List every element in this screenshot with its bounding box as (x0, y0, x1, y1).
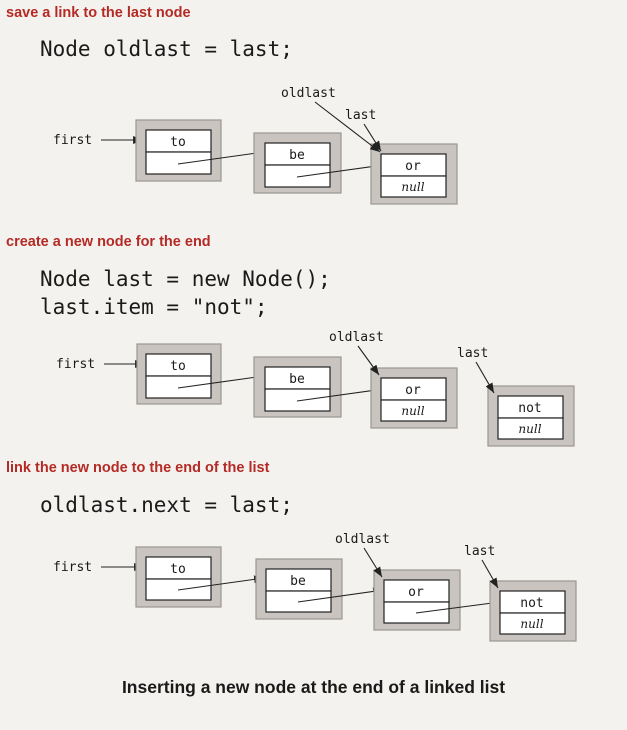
node-item: not (520, 596, 543, 611)
step2-diagram: first to be or null not null oldlast las… (56, 330, 575, 447)
node-to: to (135, 546, 222, 608)
last-label: last (464, 544, 495, 559)
oldlast-label: oldlast (335, 532, 390, 547)
step2-title: create a new node for the end (6, 234, 211, 250)
figure-caption: Inserting a new node at the end of a lin… (121, 677, 506, 697)
node-be: be (253, 132, 342, 194)
step2-code-line-1: Node last = new Node(); (40, 267, 331, 291)
node-not: not null (489, 580, 577, 642)
first-label: first (56, 357, 95, 372)
oldlast-label: oldlast (329, 330, 384, 345)
first-label: first (53, 560, 92, 575)
step1-title: save a link to the last node (6, 5, 191, 21)
link-arrow (297, 587, 384, 603)
step3-title: link the new node to the end of the list (6, 460, 270, 476)
last-arrow (481, 559, 499, 589)
link-arrow (296, 386, 384, 402)
node-null-text: null (520, 617, 543, 631)
node-item: be (289, 148, 305, 163)
node-item: to (170, 562, 186, 577)
node-item: to (170, 135, 186, 150)
node-or: or (373, 569, 461, 631)
last-label: last (345, 108, 376, 123)
node-item: to (170, 359, 186, 374)
node-null-text: null (518, 422, 541, 436)
node-item: or (405, 159, 421, 174)
node-item: or (405, 383, 421, 398)
node-item: be (290, 574, 306, 589)
node-item: be (289, 372, 305, 387)
node-item: not (518, 401, 541, 416)
link-arrow (177, 373, 265, 389)
node-to: to (135, 119, 222, 182)
node-or: or null (370, 367, 458, 429)
link-arrow (415, 599, 501, 614)
step3-code-line-1: oldlast.next = last; (40, 493, 293, 517)
last-arrow (475, 361, 495, 394)
node-to: to (136, 343, 222, 405)
step1-code-line-1: Node oldlast = last; (40, 37, 293, 61)
step1-diagram: first to be or null oldlast last (53, 86, 458, 205)
oldlast-label: oldlast (281, 86, 336, 101)
node-item: or (408, 585, 424, 600)
node-null-text: null (401, 180, 424, 194)
oldlast-arrow (363, 547, 383, 578)
link-arrow (177, 149, 265, 165)
last-arrow (363, 123, 382, 152)
first-label: first (53, 133, 92, 148)
node-not: not null (487, 385, 575, 447)
oldlast-arrow (357, 345, 380, 376)
node-be: be (253, 356, 342, 418)
last-label: last (457, 346, 488, 361)
node-or: or null (370, 143, 458, 205)
link-arrow (177, 575, 265, 591)
step2-code-line-2: last.item = "not"; (40, 295, 268, 319)
node-null-text: null (401, 404, 424, 418)
oldlast-arrow (314, 101, 381, 153)
link-arrow (296, 162, 384, 178)
node-be: be (255, 558, 343, 620)
step3-diagram: first to be or not null oldlast last (53, 532, 577, 642)
